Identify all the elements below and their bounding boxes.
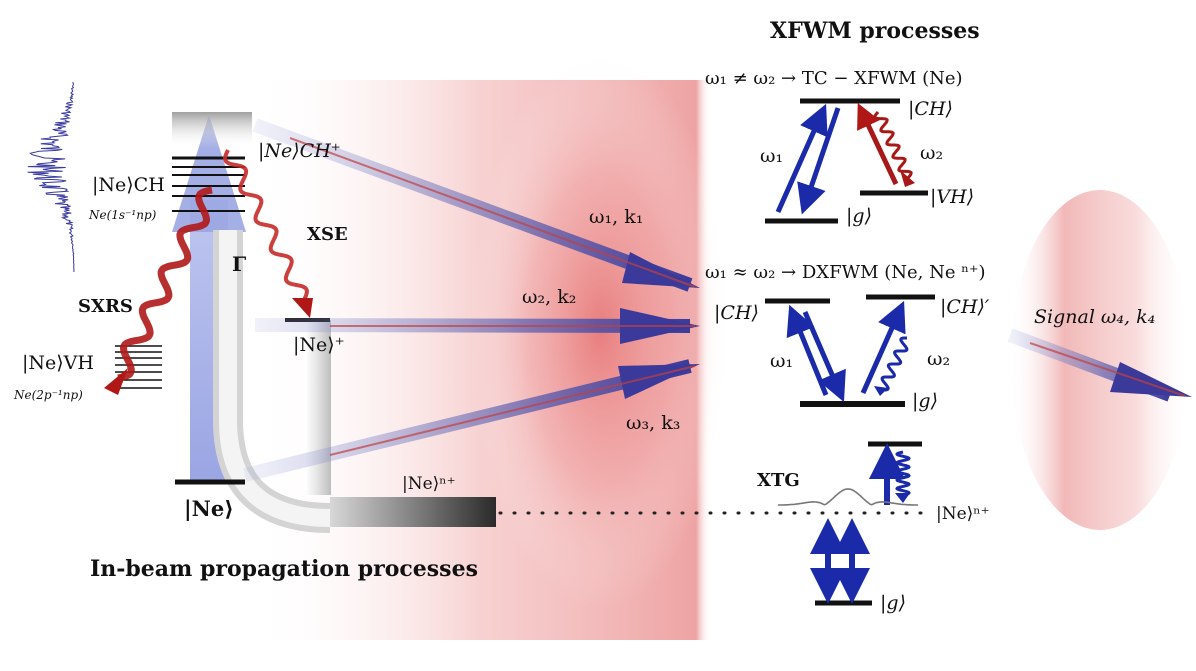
xtg-nplus-label: |Ne⟩ⁿ⁺ xyxy=(936,504,990,524)
tc-vh-label: |VH⟩ xyxy=(930,186,975,208)
ne-ch-plus-label: |Ne⟩CH⁺ xyxy=(258,140,341,162)
xtg-g-label: |g⟩ xyxy=(880,592,906,614)
pump-cap xyxy=(172,112,252,148)
dx-ch-label: |CH⟩ xyxy=(714,302,759,324)
ne-vh-config: Ne(2p⁻¹np) xyxy=(14,388,83,402)
tc-title: ω₁ ≠ ω₂ → TC − XFWM (Ne) xyxy=(705,68,963,89)
ne-plus-label: |Ne⟩⁺ xyxy=(293,334,345,356)
left-levels xyxy=(115,156,330,485)
beam-2 xyxy=(254,308,700,344)
dxfwm-diagram xyxy=(765,294,935,407)
ne-nplus-label: |Ne⟩ⁿ⁺ xyxy=(402,474,456,494)
xfwm-title: XFWM processes xyxy=(770,18,980,44)
signal-beam xyxy=(1007,328,1192,402)
xse-wavy-arrow xyxy=(223,149,309,301)
signal-cloud xyxy=(1010,190,1190,530)
ne-ground-label: |Ne⟩ xyxy=(184,496,234,521)
xse-arrowhead xyxy=(292,298,313,318)
dx-w2-label: ω₂ xyxy=(927,348,951,370)
xse-label: XSE xyxy=(307,224,348,245)
tc-xfwm-diagram xyxy=(765,98,928,224)
xtg-label: XTG xyxy=(757,470,800,491)
sxrs-label: SXRS xyxy=(78,296,133,317)
tc-g-label: |g⟩ xyxy=(846,205,872,227)
signal-label: Signal ω₄, k₄ xyxy=(1034,306,1156,328)
tc-w2-label: ω₂ xyxy=(920,142,944,164)
xray-spectrum xyxy=(27,81,75,272)
inbeam-title: In-beam propagation processes xyxy=(90,556,478,582)
beam-3 xyxy=(243,359,700,482)
beam3-label: ω₃, k₃ xyxy=(626,412,681,434)
dx-title: ω₁ ≈ ω₂ → DXFWM (Ne, Ne ⁿ⁺) xyxy=(705,262,986,283)
tc-ch-label: |CH⟩ xyxy=(908,98,953,120)
tc-w1-label: ω₁ xyxy=(760,145,784,167)
beam2-label: ω₂, k₂ xyxy=(522,286,577,308)
beam1-label: ω₁, k₁ xyxy=(589,206,644,228)
ne-vh-label: |Ne⟩VH xyxy=(22,352,94,374)
beam-1 xyxy=(252,118,700,292)
gamma-label: Γ xyxy=(232,252,247,276)
dx-w1-label: ω₁ xyxy=(770,350,794,372)
dx-chp-label: |CH⟩′ xyxy=(940,296,990,318)
ne-ch-config: Ne(1s⁻¹np) xyxy=(89,208,157,222)
sxrs-wavy-arrow xyxy=(117,186,213,382)
ne-ch-label: |Ne⟩CH xyxy=(92,174,165,196)
sxrs-arrowhead xyxy=(104,368,128,395)
dx-g-label: |g⟩ xyxy=(912,390,938,412)
xtg-diagram xyxy=(778,441,922,606)
